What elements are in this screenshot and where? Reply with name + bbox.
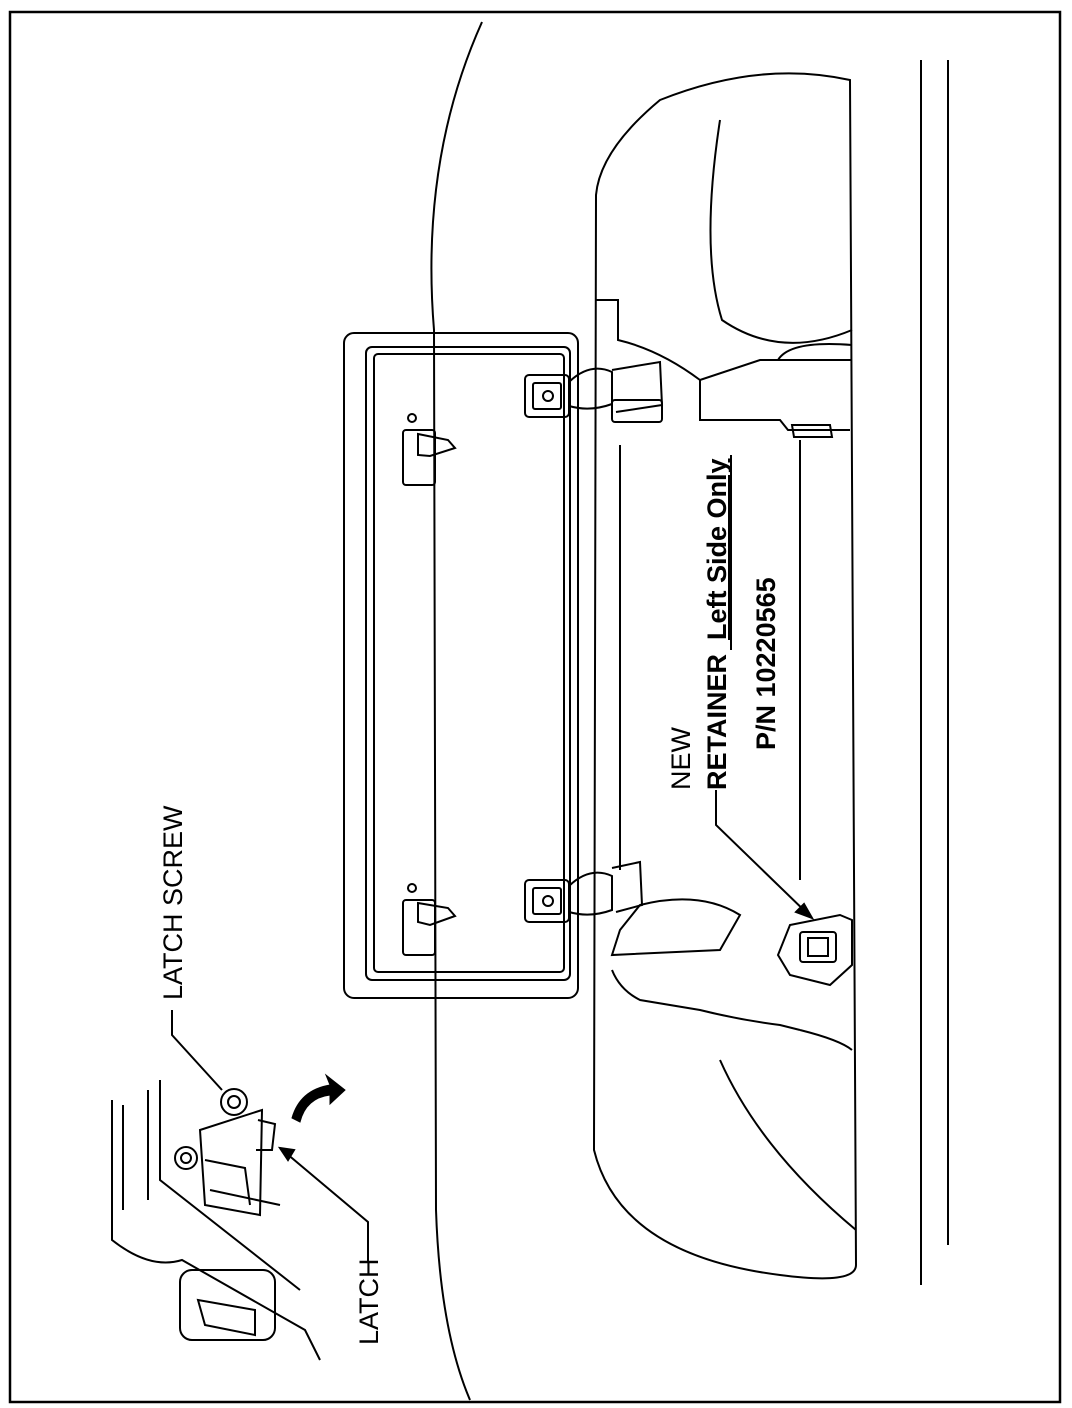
vehicle-body-outline [430, 21, 858, 1401]
curved-arrow-icon [291, 1073, 346, 1123]
screw-icon [174, 1088, 248, 1170]
latch-screw-label: LATCH SCREW [158, 805, 188, 1000]
lower-hinge [524, 860, 644, 923]
right-rule-lines [920, 60, 949, 1285]
new-label: NEW [666, 726, 696, 790]
latch-detail-inset [111, 1080, 321, 1361]
latch-label: LATCH [354, 1258, 384, 1345]
retainer-label: RETAINER [702, 654, 732, 790]
retainer-part [776, 424, 853, 987]
door-panel [343, 332, 579, 999]
figure-frame [8, 10, 1062, 1404]
part-number-label: P/N 10220565 [751, 577, 781, 750]
latch-screw-leader [171, 1010, 223, 1091]
latch-leader [277, 1146, 369, 1262]
upper-hinge [524, 360, 664, 423]
retainer-note-label: Left Side Only [702, 458, 732, 640]
retainer-leader [715, 790, 815, 920]
